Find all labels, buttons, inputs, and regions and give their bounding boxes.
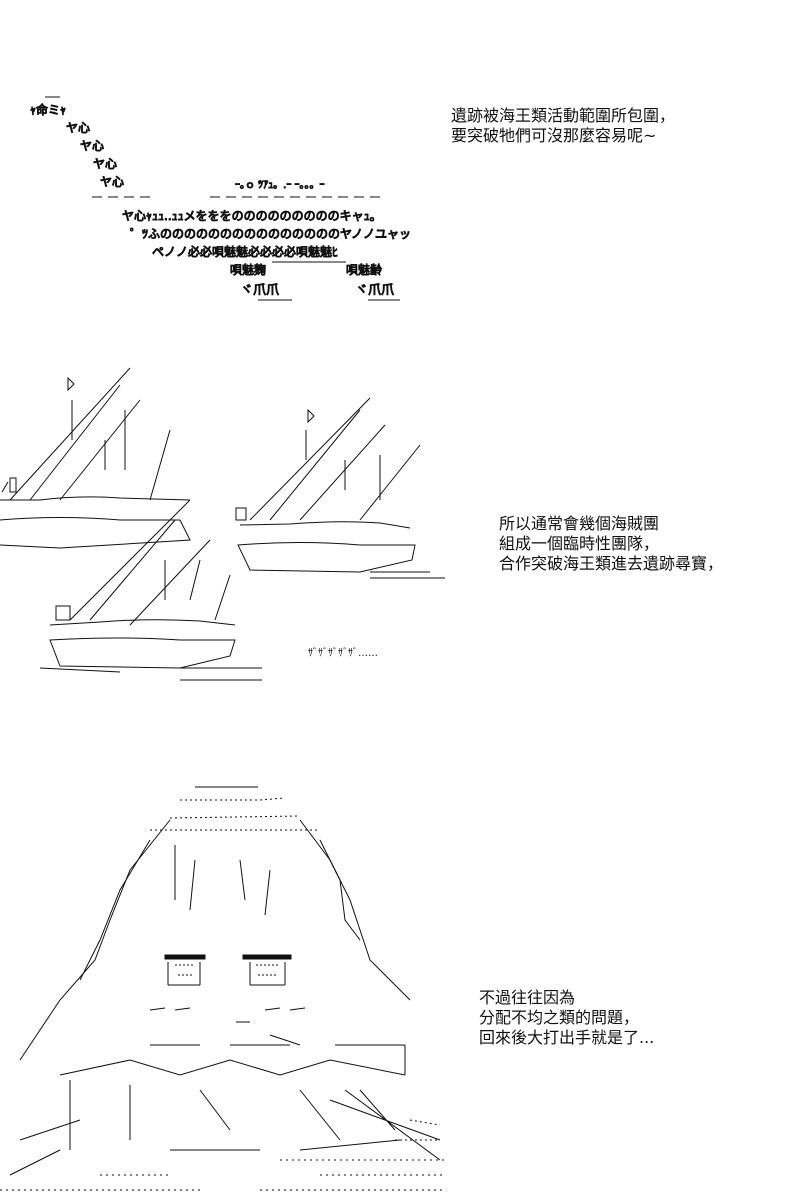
ship-mast: [71, 400, 171, 501]
ship-figurehead: [55, 605, 71, 621]
ship-flag: [67, 376, 75, 392]
caption-line: 組成一個臨時性團隊，: [499, 534, 660, 553]
eye-left: [164, 954, 206, 986]
ship-mast: [305, 430, 381, 500]
caption-sea-kings: 遺跡被海王類活動範圍所包圍， 要突破牠們可沒那麼容易呢~: [451, 106, 675, 146]
caption-line: 合作突破海王類進去遺跡尋寶，: [499, 554, 724, 573]
ship-deck: [0, 496, 191, 501]
ship-right: [235, 397, 445, 579]
hair-strand: [174, 845, 271, 916]
caption-line: 要突破牠們可沒那麼容易呢~: [451, 126, 657, 145]
ship-figurehead: [1, 477, 17, 493]
sea-king-leg-text: 唄魅麹: [230, 262, 266, 277]
hair-strand: [319, 839, 361, 941]
ship-rigging: [9, 367, 141, 501]
sea-king-neck-text: ヤ心: [80, 139, 104, 153]
sea-king-neck-text: ヤ心: [100, 175, 124, 189]
caption-line: 分配不均之類的問題，: [479, 1008, 640, 1027]
sea-king-head-text: ｬ命ミｬ: [30, 102, 66, 117]
blush-right: [264, 1007, 306, 1011]
eye-shape: [167, 962, 201, 986]
caption-line: 所以通常會幾個海賊團: [499, 514, 660, 533]
ship-bottom: [39, 499, 262, 681]
ship-rigging: [249, 397, 421, 521]
sea-king-neck-text: ヤ心: [66, 121, 90, 135]
ship-deck: [49, 619, 236, 626]
hair-strand: [79, 839, 151, 981]
sea-king-body-text: ヤ心ｬｭｭ..ｭｭメをををのののののののののキャｭ。: [122, 209, 382, 223]
sea-king-belly-text: ペノノ必必唄魅魅必必必必唄魅魅ﾋ: [152, 244, 338, 259]
eye-right: [242, 954, 292, 986]
eye-lid: [242, 954, 292, 960]
hair-layer: [150, 797, 320, 831]
caption-line: 不過往往因為: [479, 988, 576, 1007]
sea-king-art: ｬ命ミｬ ヤ心 ヤ心 ヤ心 ヤ心 ｰ｡ｏ ﾂｱｭ。.ｰ ｰ｡。。ｰ ヤ心ｬｭｭ.…: [30, 96, 412, 301]
ship-mast: [164, 559, 231, 621]
chin-line: [150, 1034, 301, 1046]
ship-rigging: [69, 499, 211, 626]
clothing-lines: [9, 1119, 401, 1176]
ship-left: [0, 367, 191, 549]
eye-shine: [256, 964, 280, 976]
sea-king-neck-text: ヤ心: [93, 157, 117, 171]
caption-line: 回來後大打出手就是了...: [479, 1028, 655, 1047]
wake-lines: [39, 667, 262, 681]
collar: [59, 1059, 406, 1076]
shading-dots: [0, 1159, 445, 1191]
pirate-ships-art: ｻﾞｻﾞｻﾞｻﾞｻﾞ……: [0, 367, 445, 681]
ship-hull: [237, 542, 416, 573]
body-folds: [69, 1080, 396, 1150]
ship-hull: [0, 517, 191, 549]
girl-character-art: [0, 786, 445, 1191]
ship-hull: [49, 637, 236, 669]
wake-lines: [370, 571, 445, 579]
hair-outline-left: [19, 819, 171, 1061]
hair-outline-right: [299, 819, 411, 1001]
sea-king-claw-text: ヾ爪爪: [240, 283, 279, 298]
ship-deck: [239, 521, 411, 529]
ship-flag: [307, 408, 315, 424]
eye-shape: [249, 962, 286, 986]
ship-figurehead: [235, 507, 247, 521]
hair-ends-right: [329, 1089, 441, 1161]
caption-line: 遺跡被海王類活動範圍所包圍，: [451, 106, 676, 125]
sea-king-leg-text: 唄魅齢: [346, 262, 382, 277]
sea-king-claw-text: ヾ爪爪: [355, 283, 394, 298]
eye-shine: [175, 964, 195, 976]
shoulder-line: [335, 1044, 406, 1075]
eye-lid: [164, 954, 206, 960]
caption-pirate-alliance: 所以通常會幾個海賊團 組成一個臨時性團隊， 合作突破海王類進去遺跡尋寶，: [499, 514, 723, 574]
caption-fighting: 不過往往因為 分配不均之類的問題， 回來後大打出手就是了...: [479, 988, 654, 1048]
back-texture: ｰ｡ｏ ﾂｱｭ。.ｰ ｰ｡。。ｰ: [235, 180, 325, 191]
blush-left: [149, 1007, 191, 1011]
waves-sound-text: ｻﾞｻﾞｻﾞｻﾞｻﾞ……: [308, 647, 378, 659]
shading-dots: [395, 1119, 441, 1141]
sea-king-body-text: ゜ﾂふのののののののののののののののヤノノユャッ: [130, 227, 411, 241]
